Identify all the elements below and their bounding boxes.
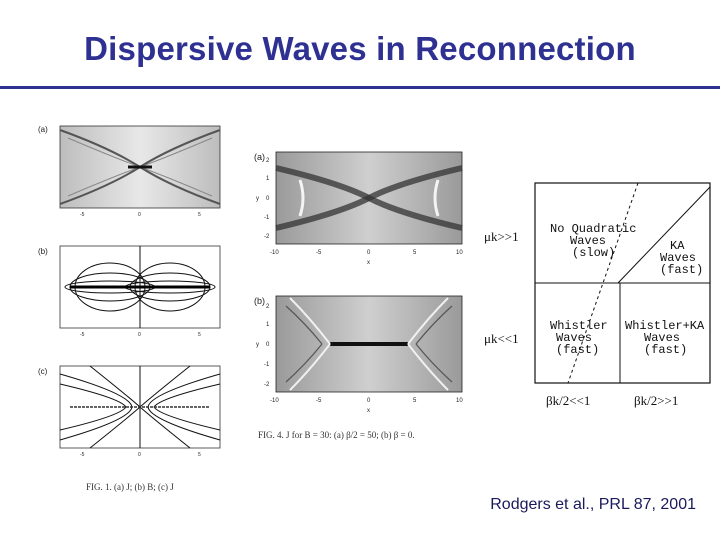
regime-diagram: μk>>1 μk<<1 No Quadratic Waves (slow) KA… xyxy=(484,182,711,408)
cell-top-right-line2: Waves xyxy=(660,251,696,265)
cell-bottom-left-line1: Whistler xyxy=(550,319,608,333)
fig4b-xtick-4: 10 xyxy=(456,398,463,404)
figure-4: (a) 2 1 0 -1 -2 y -10 -5 0 5 10 x (b) 2 … xyxy=(254,151,463,414)
fig4b-ytick-2: 0 xyxy=(266,342,270,348)
row-label-high-mu: μk>>1 xyxy=(484,229,519,244)
fig4b-ytick-3: -1 xyxy=(264,362,270,368)
col-label-high-beta: βk/2>>1 xyxy=(634,393,678,408)
citation: Rodgers et al., PRL 87, 2001 xyxy=(490,496,696,513)
figure-1: (a) -5 0 5 (b) -5 0 5 (c) -5 0 5 xyxy=(38,125,221,458)
fig4b-xtick-2: 0 xyxy=(367,398,371,404)
fig1-panel-label-b: (b) xyxy=(38,247,48,256)
svg-text:0: 0 xyxy=(138,212,141,218)
svg-text:-5: -5 xyxy=(80,332,85,338)
fig4b-xtick-3: 5 xyxy=(413,398,417,404)
figure-4-caption: FIG. 4. J for B = 30: (a) β/2 = 50; (b) … xyxy=(258,430,415,440)
fig4b-xlabel: x xyxy=(367,408,370,414)
fig4a-xtick-4: 10 xyxy=(456,250,463,256)
fig4b-ytick-0: 2 xyxy=(266,304,270,310)
fig4a-xtick-2: 0 xyxy=(367,250,371,256)
cell-bottom-left-line3: (fast) xyxy=(556,343,599,357)
title-divider xyxy=(0,86,720,89)
fig4a-xtick-0: -10 xyxy=(270,250,279,256)
cell-bottom-right-line3: (fast) xyxy=(644,343,687,357)
cell-bottom-right-line2: Waves xyxy=(644,331,680,345)
fig1-panel-label-a: (a) xyxy=(38,125,48,134)
svg-text:5: 5 xyxy=(198,212,201,218)
fig4a-ytick-4: -2 xyxy=(264,234,270,240)
fig4b-xtick-0: -10 xyxy=(270,398,279,404)
cell-top-right-line1: KA xyxy=(670,239,685,253)
fig4a-ylabel: y xyxy=(256,196,259,202)
fig4b-ytick-1: 1 xyxy=(266,322,270,328)
svg-text:5: 5 xyxy=(198,452,201,458)
cell-top-left-line3: (slow) xyxy=(572,246,615,260)
fig4b-ylabel: y xyxy=(256,342,259,348)
fig4-panel-label-a: (a) xyxy=(254,152,265,162)
col-label-low-beta: βk/2<<1 xyxy=(546,393,590,408)
slide-title: Dispersive Waves in Reconnection xyxy=(84,30,636,67)
cell-top-left-line2: Waves xyxy=(570,234,606,248)
fig4b-xtick-1: -5 xyxy=(316,398,322,404)
row-label-low-mu: μk<<1 xyxy=(484,331,519,346)
fig4a-ytick-3: -1 xyxy=(264,215,270,221)
fig4a-ytick-0: 2 xyxy=(266,158,270,164)
svg-text:0: 0 xyxy=(138,452,141,458)
cell-top-left-line1: No Quadratic xyxy=(550,222,636,236)
cell-top-right-line3: (fast) xyxy=(660,263,703,277)
cell-bottom-left-line2: Waves xyxy=(556,331,592,345)
fig4a-xtick-1: -5 xyxy=(316,250,322,256)
fig4-panel-label-b: (b) xyxy=(254,296,265,306)
fig4b-ytick-4: -2 xyxy=(264,382,270,388)
fig4a-xtick-3: 5 xyxy=(413,250,417,256)
svg-text:0: 0 xyxy=(138,332,141,338)
cell-bottom-right-line1: Whistler+KA xyxy=(625,319,705,333)
fig4a-ytick-1: 1 xyxy=(266,176,270,182)
svg-text:-5: -5 xyxy=(80,452,85,458)
fig4a-ytick-2: 0 xyxy=(266,196,270,202)
fig1-panel-label-c: (c) xyxy=(38,367,48,376)
fig4a-xlabel: x xyxy=(367,260,370,266)
figure-1-caption: FIG. 1. (a) J; (b) B; (c) J xyxy=(86,482,174,492)
svg-text:-5: -5 xyxy=(80,212,85,218)
svg-text:5: 5 xyxy=(198,332,201,338)
